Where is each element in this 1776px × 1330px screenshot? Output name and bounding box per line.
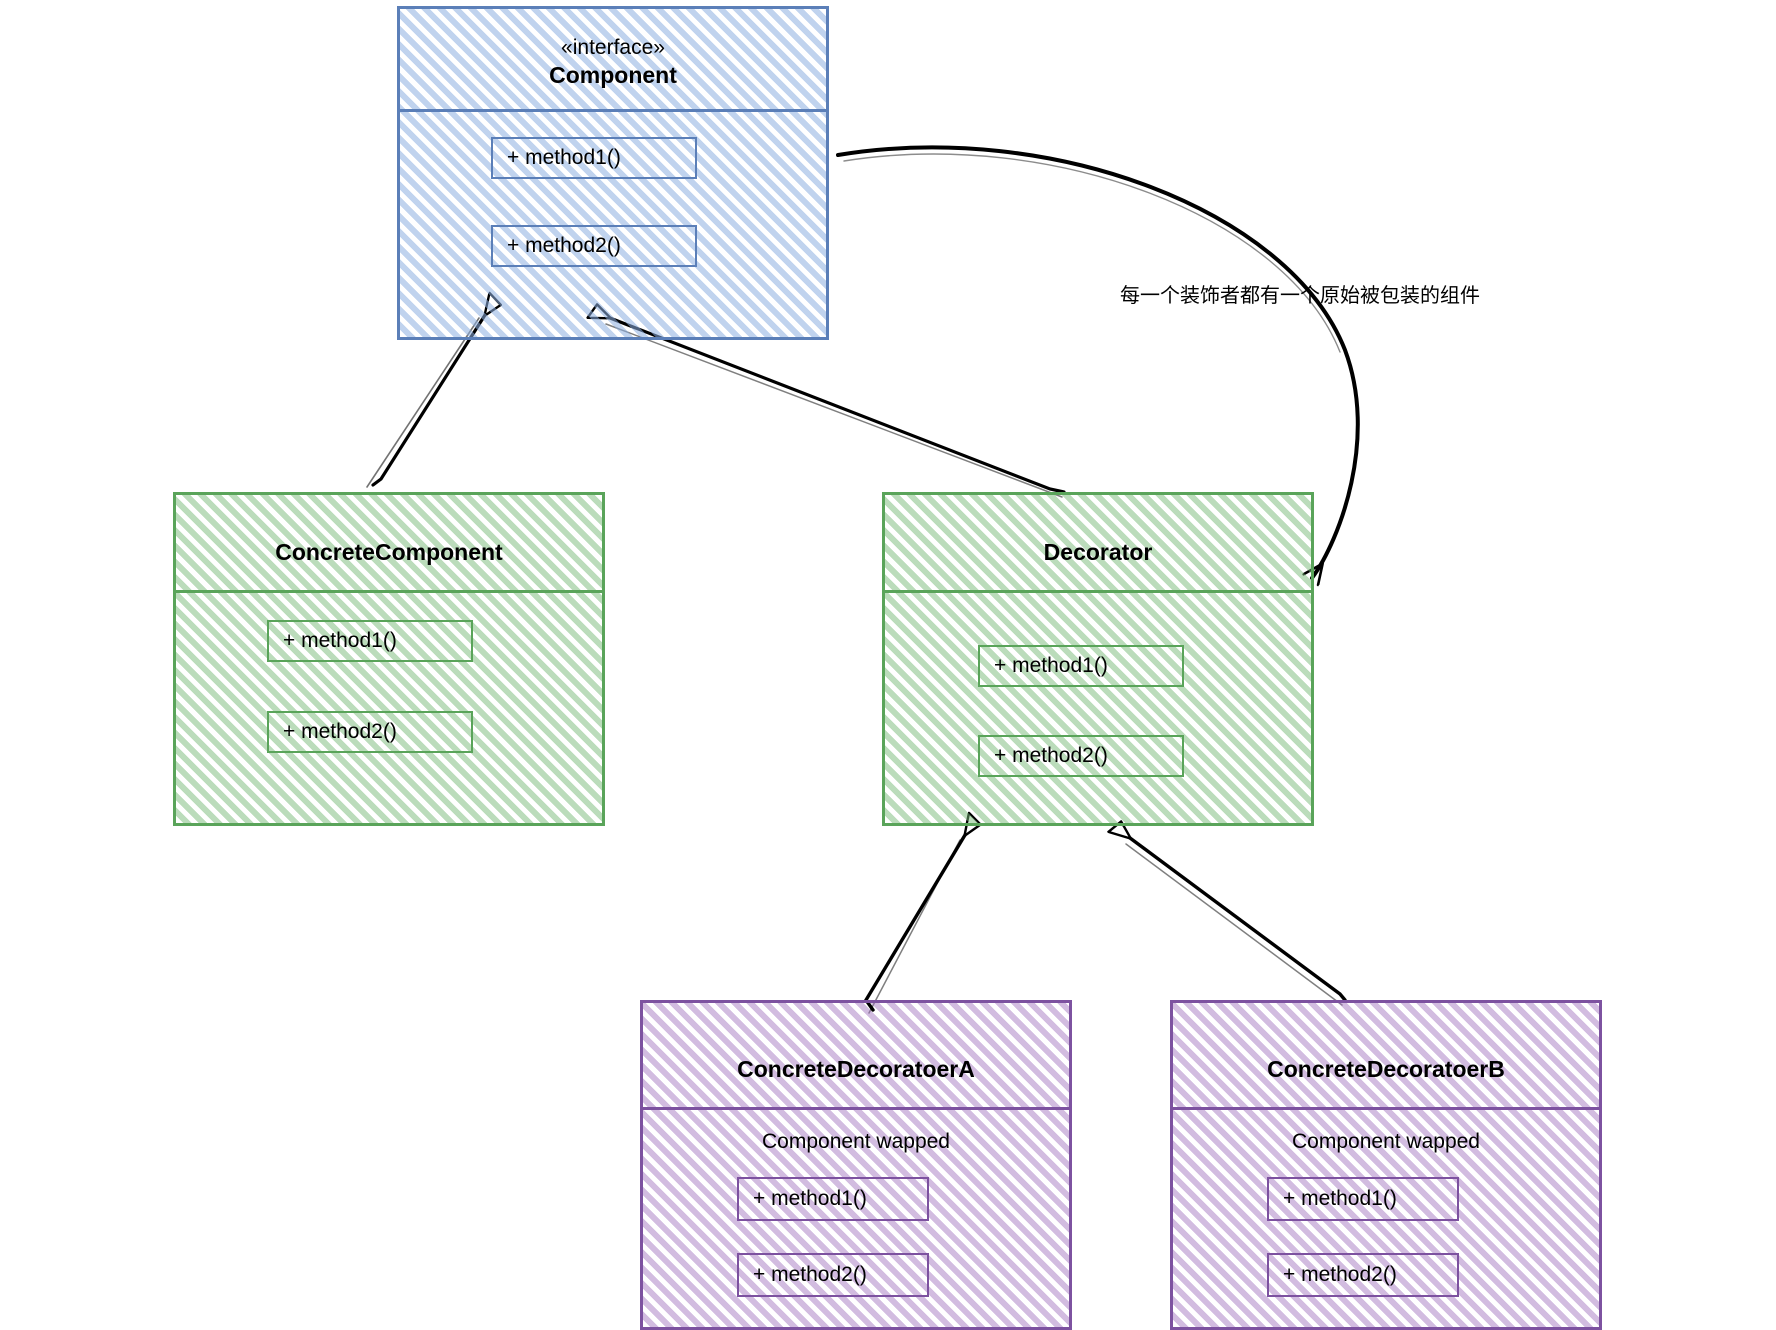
concretedecoratorb-class-name: ConcreteDecoratoerB — [1267, 1056, 1505, 1082]
component-class-name: Component — [549, 62, 677, 89]
concretedecoratorb-compartment-separator — [1173, 1107, 1599, 1110]
concretedecoratora-header: ConcreteDecoratoerA — [643, 1055, 1069, 1085]
concretedecoratorb-header: ConcreteDecoratoerB — [1173, 1055, 1599, 1085]
concretedecoratora-compartment-separator — [643, 1107, 1069, 1110]
concretedecoratorb-method-2[interactable]: + method2() — [1267, 1253, 1459, 1297]
component-method-1[interactable]: + method1() — [491, 137, 697, 179]
class-box-component[interactable]: «interface» Component + method1() + meth… — [397, 6, 829, 340]
association-label: 每一个装饰者都有一个原始被包装的组件 — [1120, 283, 1480, 307]
concretedecoratora-field: Component wapped — [762, 1130, 950, 1153]
generalization-concretecomponent-to-component — [366, 315, 485, 488]
class-box-concretedecoratorb[interactable]: ConcreteDecoratoerB Component wapped + m… — [1170, 1000, 1602, 1330]
component-stereotype: «interface» — [561, 36, 665, 59]
decorator-class-name: Decorator — [1043, 539, 1153, 565]
generalization-decoratorb-to-decorator — [1126, 838, 1347, 1006]
decorator-method-1[interactable]: + method1() — [978, 645, 1184, 687]
decorator-method-2[interactable]: + method2() — [978, 735, 1184, 777]
concretecomponent-header: ConcreteComponent — [176, 538, 602, 568]
concretecomponent-class-name: ConcreteComponent — [275, 539, 503, 565]
class-box-concretecomponent[interactable]: ConcreteComponent + method1() + method2(… — [173, 492, 605, 826]
decorator-header: Decorator — [885, 538, 1311, 568]
concretecomponent-method-2[interactable]: + method2() — [267, 711, 473, 753]
concretedecoratorb-method-1[interactable]: + method1() — [1267, 1177, 1459, 1221]
concretedecoratorb-field: Component wapped — [1292, 1130, 1480, 1153]
component-header: «interface» Component — [400, 35, 826, 91]
decorator-compartment-separator — [885, 590, 1311, 593]
concretedecoratora-class-name: ConcreteDecoratoerA — [737, 1056, 975, 1082]
association-decorator-to-component — [836, 145, 1360, 578]
component-compartment-separator — [400, 109, 826, 112]
generalization-decorator-to-component — [606, 318, 1066, 498]
class-box-concretedecoratora[interactable]: ConcreteDecoratoerA Component wapped + m… — [640, 1000, 1072, 1330]
concretedecoratora-method-2[interactable]: + method2() — [737, 1253, 929, 1297]
component-method-2[interactable]: + method2() — [491, 225, 697, 267]
concretecomponent-compartment-separator — [176, 590, 602, 593]
generalization-decoratora-to-decorator — [863, 835, 965, 1014]
concretedecoratora-method-1[interactable]: + method1() — [737, 1177, 929, 1221]
concretecomponent-method-1[interactable]: + method1() — [267, 620, 473, 662]
class-box-decorator[interactable]: Decorator + method1() + method2() — [882, 492, 1314, 826]
